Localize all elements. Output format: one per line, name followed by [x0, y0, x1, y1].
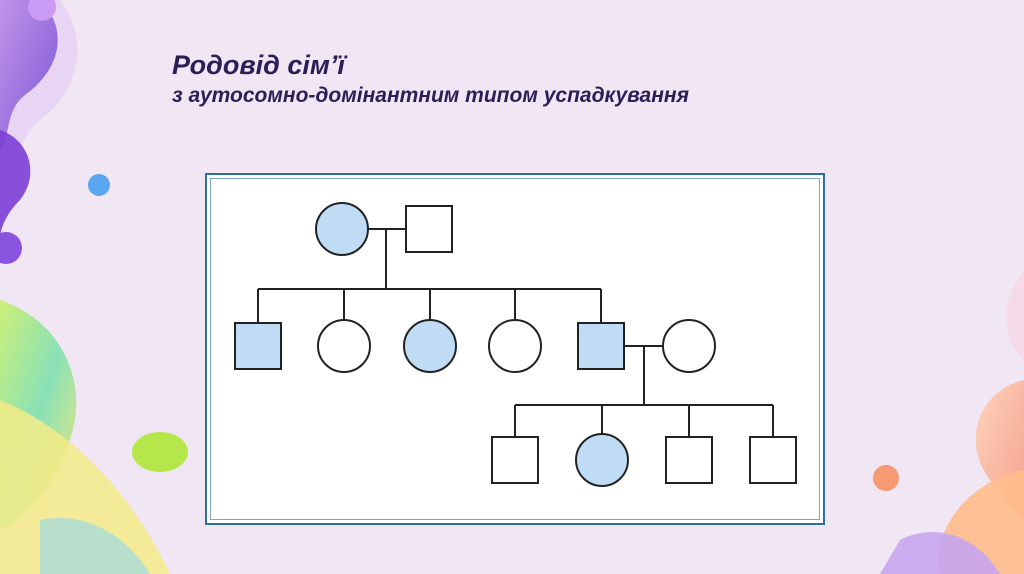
gen2-female-3-affected — [404, 320, 456, 372]
gen1-female-1-affected — [316, 203, 368, 255]
gen3-male-1-unaffected — [492, 437, 538, 483]
gen2-female-2-unaffected — [318, 320, 370, 372]
gen1-male-2-unaffected — [406, 206, 452, 252]
gen2-female-6-unaffected — [663, 320, 715, 372]
gen3-male-4-unaffected — [750, 437, 796, 483]
gen2-male-5-affected — [578, 323, 624, 369]
gen2-female-4-unaffected — [489, 320, 541, 372]
gen3-male-3-unaffected — [666, 437, 712, 483]
gen3-female-2-affected — [576, 434, 628, 486]
gen2-male-1-affected — [235, 323, 281, 369]
